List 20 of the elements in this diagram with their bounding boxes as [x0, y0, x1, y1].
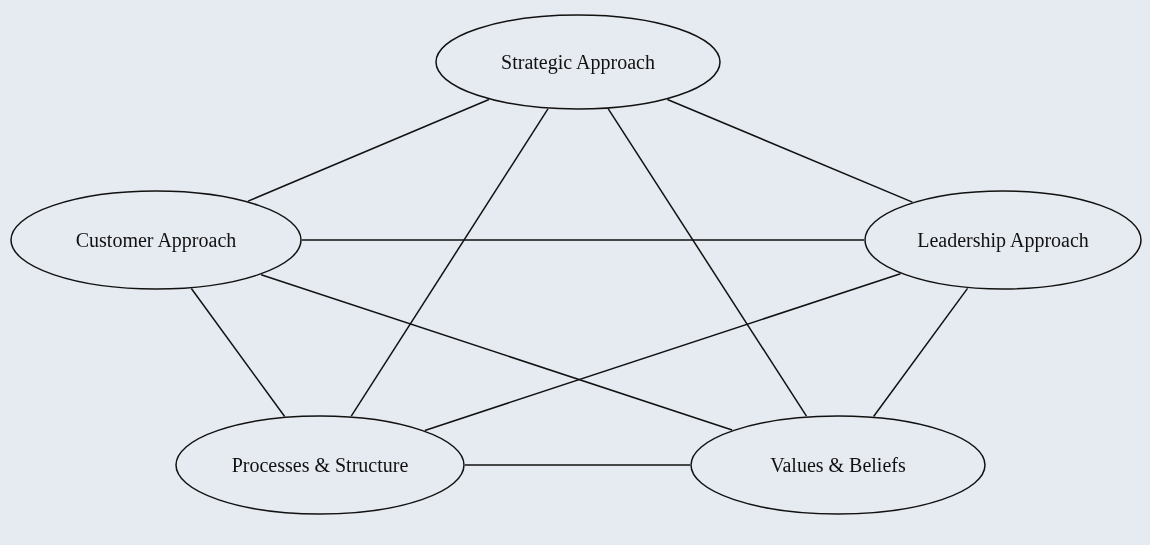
connector-line: [464, 464, 691, 466]
connector-line: [424, 273, 902, 432]
connector-line: [247, 98, 490, 202]
ellipse-node: [864, 190, 1142, 290]
node-label: Leadership Approach: [916, 227, 1090, 254]
ellipse-node: [10, 190, 302, 290]
connector-line: [666, 98, 914, 203]
connector-line: [350, 108, 549, 417]
node-label: Customer Approach: [74, 227, 238, 254]
ellipse-node: [690, 415, 986, 515]
connector-line: [872, 287, 969, 418]
ellipse-node: [435, 14, 721, 110]
node-label: Values & Beliefs: [769, 452, 907, 478]
node-label: Strategic Approach: [500, 49, 656, 76]
node-label: Processes & Structure: [230, 452, 410, 478]
ellipse-node: [175, 415, 465, 515]
connector-line: [260, 273, 733, 431]
connector-line: [190, 287, 286, 418]
connector-line: [301, 239, 865, 241]
connector-line: [607, 108, 808, 417]
